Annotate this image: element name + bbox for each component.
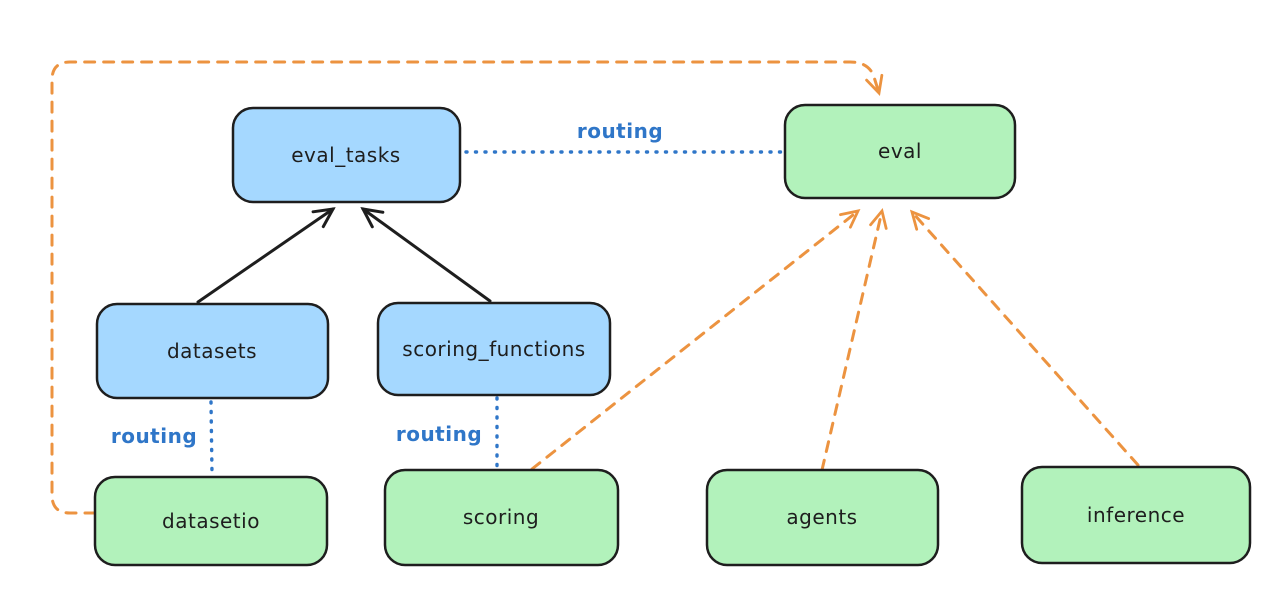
node-datasetio-label: datasetio xyxy=(162,509,260,533)
routing-label-scoring: routing xyxy=(396,422,482,446)
edge-scoring-functions-to-eval-tasks xyxy=(363,209,492,303)
node-scoring-functions: scoring_functions xyxy=(376,301,612,397)
node-datasetio: datasetio xyxy=(93,475,329,567)
routing-label-datasetio: routing xyxy=(111,424,197,448)
node-inference-label: inference xyxy=(1087,503,1185,527)
node-eval-label: eval xyxy=(878,139,922,163)
node-scoring: scoring xyxy=(383,468,620,567)
routing-label-top: routing xyxy=(577,119,663,143)
node-eval-tasks: eval_tasks xyxy=(231,106,462,204)
edge-datasets-to-eval-tasks xyxy=(196,209,333,304)
node-scoring-functions-label: scoring_functions xyxy=(402,337,585,361)
node-datasets: datasets xyxy=(95,302,330,400)
node-eval-tasks-label: eval_tasks xyxy=(291,143,400,167)
edge-scoring-to-eval xyxy=(530,211,858,471)
node-datasetio-box xyxy=(93,475,329,567)
edge-datasets-to-datasetio-routing xyxy=(209,400,214,476)
node-inference-box xyxy=(1020,465,1252,565)
node-scoring-label: scoring xyxy=(463,505,539,529)
node-eval-tasks-box xyxy=(231,106,462,204)
edge-inference-to-eval xyxy=(912,212,1140,467)
node-eval-box xyxy=(783,103,1017,200)
node-inference: inference xyxy=(1020,465,1252,565)
node-scoring-functions-box xyxy=(376,301,612,397)
edge-datasetio-to-eval xyxy=(50,60,879,515)
node-datasets-label: datasets xyxy=(167,339,257,363)
node-agents: agents xyxy=(705,468,940,567)
node-scoring-box xyxy=(383,468,620,567)
node-agents-box xyxy=(705,468,940,567)
node-datasets-box xyxy=(95,302,330,400)
edge-agents-to-eval xyxy=(820,211,882,472)
node-agents-label: agents xyxy=(786,505,857,529)
node-eval: eval xyxy=(783,103,1017,200)
